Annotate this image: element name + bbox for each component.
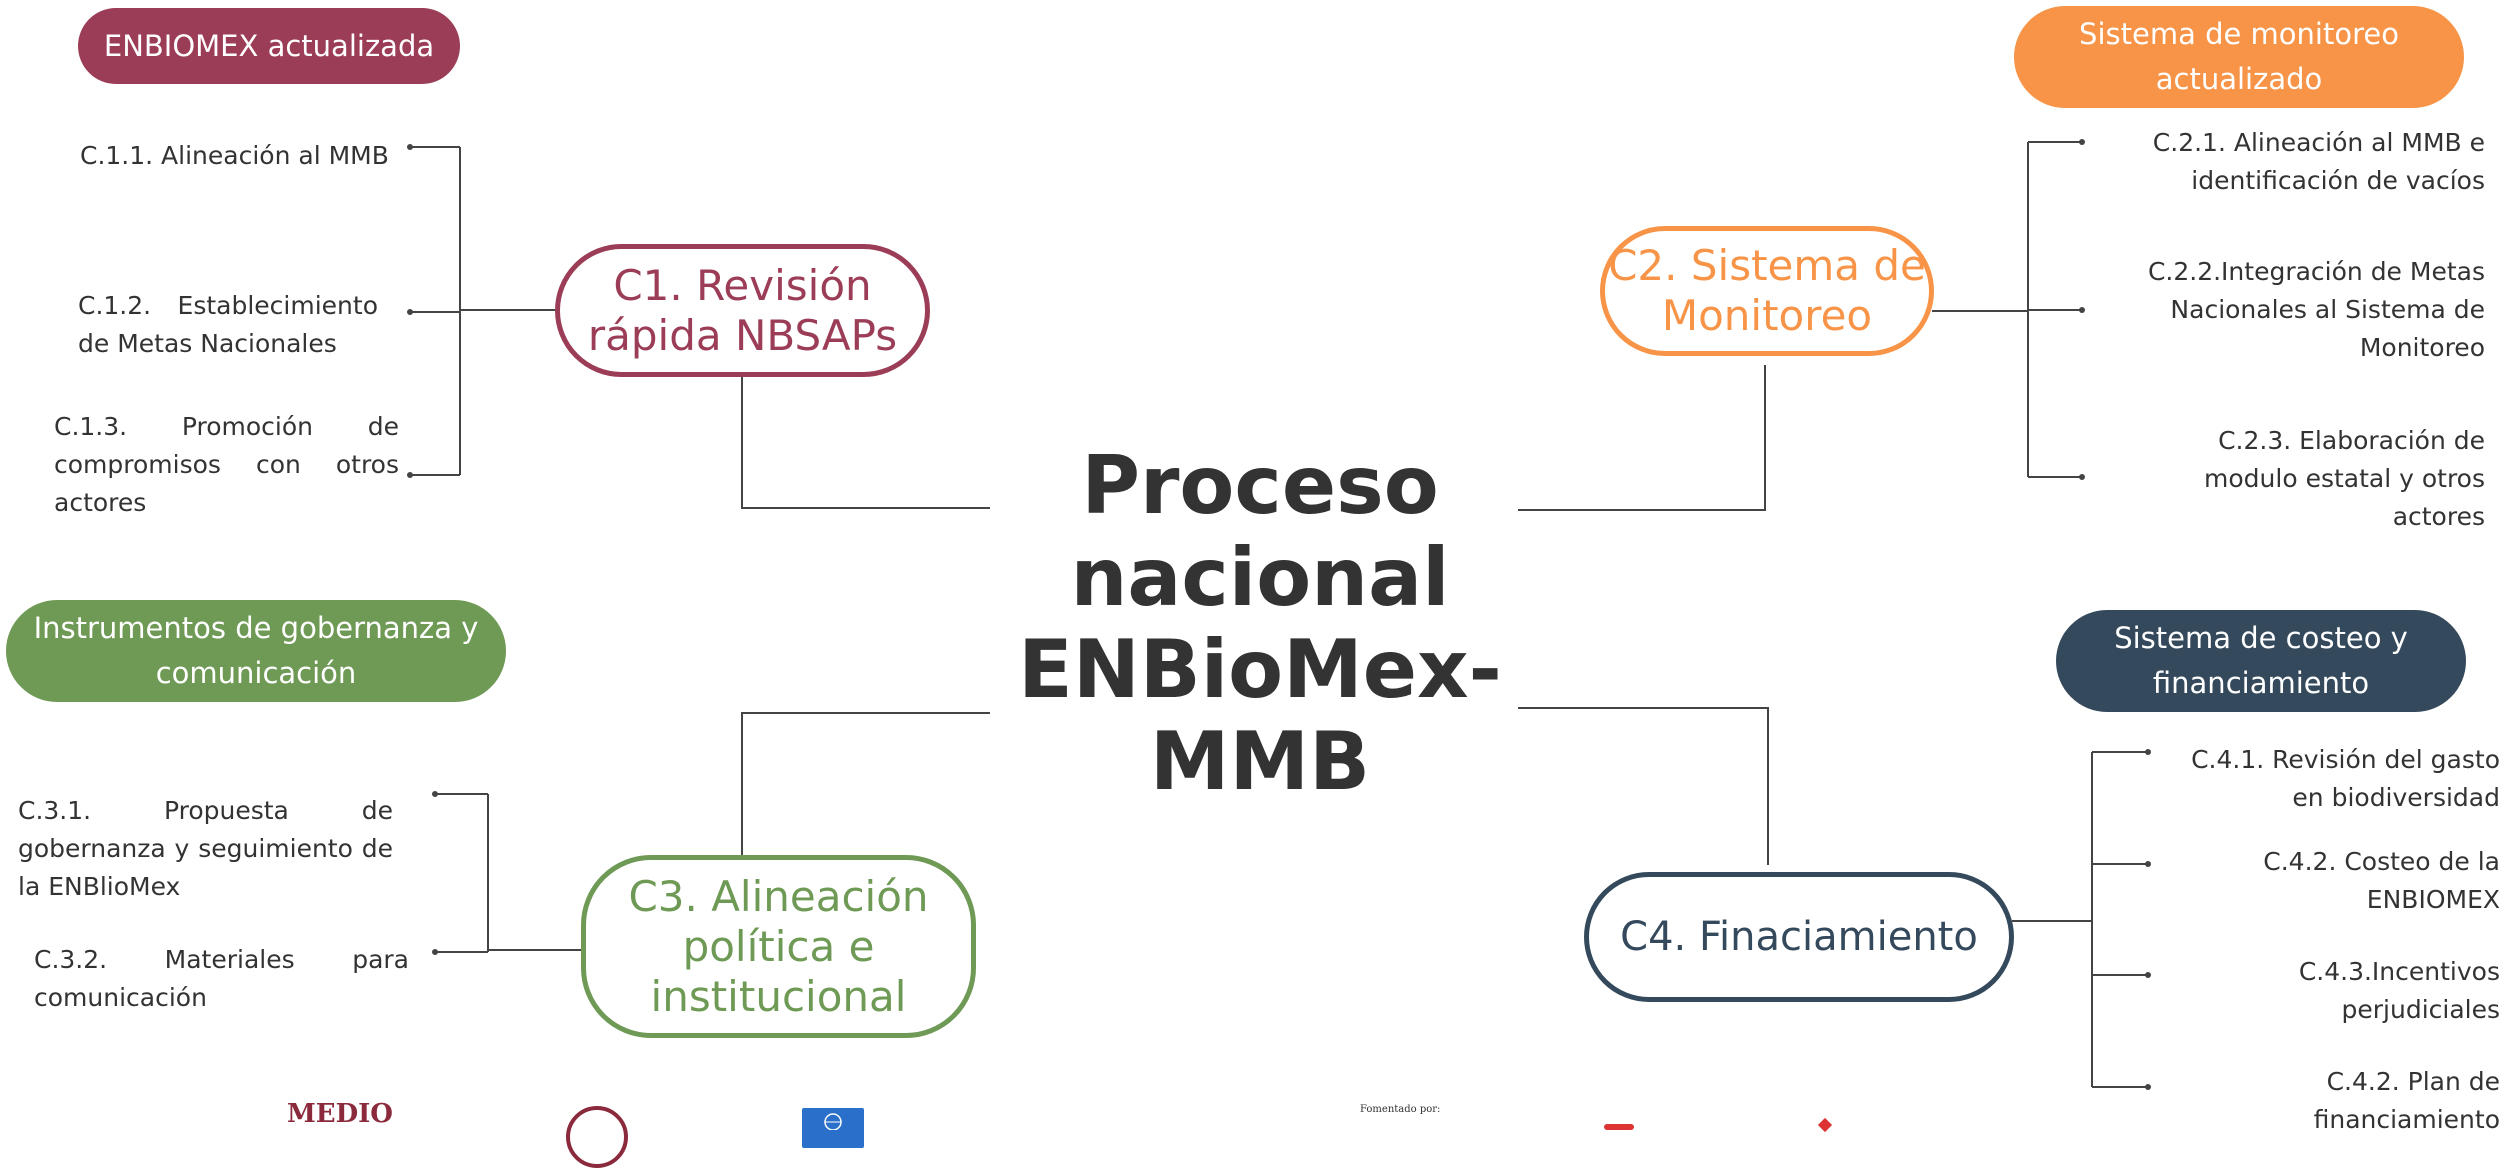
connector-dot: [407, 472, 413, 478]
component-c4-node: C4. Finaciamiento: [1584, 872, 2014, 1002]
header-c1-pill: ENBIOMEX actualizada: [78, 8, 460, 84]
connector-dot: [2145, 972, 2151, 978]
connector-center-c3: [741, 712, 990, 855]
component-c2-node: C2. Sistema de Monitoreo: [1600, 226, 1934, 356]
c4-item-4: C.4.2. Plan de financiamiento: [2313, 1067, 2500, 1134]
component-c1-node: C1. Revisión rápida NBSAPs: [555, 244, 930, 377]
connector-dot: [407, 144, 413, 150]
connector-dot: [432, 949, 438, 955]
footer-logo-text: MEDIO: [287, 1099, 393, 1129]
connector-dot: [2145, 861, 2151, 867]
header-c3-pill: Instrumentos de gobernanza y comunicació…: [6, 600, 506, 702]
connector-dot: [2079, 139, 2085, 145]
c1-item-2: C.1.2. Establecimiento de Metas Nacional…: [78, 291, 378, 358]
header-c2-pill: Sistema de monitoreo actualizado: [2014, 6, 2464, 108]
c4-item-2: C.4.2. Costeo de la ENBIOMEX: [2263, 847, 2500, 914]
c4-item-3: C.4.3.Incentivos perjudiciales: [2298, 957, 2500, 1024]
c3-item-2: C.3.2. Materiales para comunicación: [34, 945, 409, 1012]
globe-icon: [824, 1113, 842, 1131]
c2-item-3: C.2.3. Elaboración de modulo estatal y o…: [2204, 426, 2485, 531]
footer-red-mark: [1604, 1124, 1634, 1130]
footer-seal-logo: [566, 1106, 628, 1168]
c3-item-1: C.3.1. Propuesta de gobernanza y seguimi…: [18, 796, 393, 901]
connector-dot: [2079, 474, 2085, 480]
c4-item-1: C.4.1. Revisión del gasto en biodiversid…: [2191, 745, 2500, 812]
c2-item-1: C.2.1. Alineación al MMB e identificació…: [2152, 128, 2485, 195]
central-topic: Proceso nacional ENBioMex- MMB: [1018, 439, 1502, 808]
footer-small-text: Fomentado por:: [1360, 1104, 1441, 1115]
c1-item-3: C.1.3. Promoción de compromisos con otro…: [54, 412, 399, 517]
header-c4-pill: Sistema de costeo y financiamiento: [2056, 610, 2466, 712]
connector-dot: [2145, 749, 2151, 755]
connector-center-c1: [741, 375, 990, 509]
connector-dot: [2079, 307, 2085, 313]
connector-lines: [407, 139, 2151, 1090]
footer-un-logo: [802, 1108, 864, 1148]
connector-dot: [2145, 1084, 2151, 1090]
c1-item-1: C.1.1. Alineación al MMB: [80, 141, 389, 170]
connector-center-c2: [1518, 365, 1766, 511]
component-c3-node: C3. Alineación política e institucional: [581, 855, 976, 1038]
connector-dot: [432, 791, 438, 797]
c2-item-2: C.2.2.Integración de Metas Nacionales al…: [2147, 257, 2485, 362]
connector-center-c4: [1518, 707, 1769, 865]
connector-dot: [407, 309, 413, 315]
